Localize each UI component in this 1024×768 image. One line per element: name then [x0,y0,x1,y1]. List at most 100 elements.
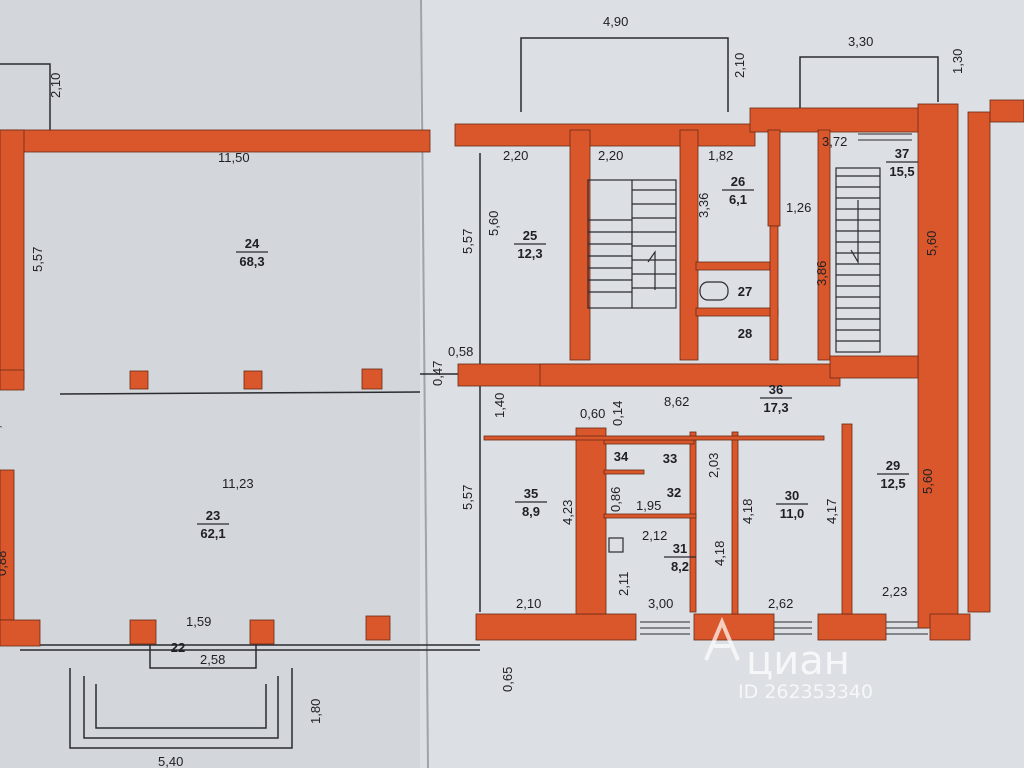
room-number: 37 [895,146,909,161]
dimension-label: 11,50 [218,150,250,165]
room-label-29: 29 12,5 [877,458,909,491]
dimension-label: 5,60 [924,231,939,256]
dimension-label: 5,57 [460,485,475,510]
dimension-label: 2,20 [598,148,623,163]
room-label-35: 358,9 [515,486,547,519]
room-number: 29 [886,458,900,473]
dimension-label: 1,59 [186,614,211,629]
watermark: циан ID 262353340 [704,616,873,703]
room-label-33: 33 [663,451,677,466]
dimension-label: 1,80 [308,699,323,724]
room-area: 15,5 [889,164,914,179]
dimension-label: 0,60 [580,406,605,421]
dimension-label: 5,60 [920,469,935,494]
room-area: 8,9 [522,504,540,519]
dimension-label: 1,90 [0,411,3,436]
dimension-label: 5,57 [30,247,45,272]
watermark-id: ID 262353340 [738,681,873,703]
dimension-label: 3,86 [814,261,829,286]
dimension-label: 0,14 [610,401,625,426]
dimension-label: 5,40 [158,754,183,768]
dimension-label: 2,10 [48,73,63,98]
room-number: 27 [738,284,752,299]
dimension-label: 1,30 [950,49,965,74]
room-label-37: 37 15,5 [886,146,918,179]
room-area: 17,3 [763,400,788,415]
room-number: 34 [614,449,629,464]
dimension-label: 0,47 [430,361,445,386]
paper-left-sheet [0,0,424,768]
watermark-brand: циан [746,638,850,684]
room-number: 32 [667,485,681,500]
room-number: 25 [523,228,537,243]
room-number: 26 [731,174,745,189]
dimension-label: 2,10 [732,53,747,78]
room-number: 35 [524,486,538,501]
room-area: 12,3 [517,246,542,261]
room-area: 62,1 [200,526,225,541]
dimension-label: 2,23 [882,584,907,599]
dimension-label: 5,57 [460,229,475,254]
room-label-28: 28 [738,326,752,341]
dimension-label: 0,65 [500,667,515,692]
stairs-left [587,179,677,309]
room-number: 33 [663,451,677,466]
dimension-label: 3,72 [822,134,847,149]
dimension-label: 5,60 [486,211,501,236]
dimension-label: 2,03 [706,453,721,478]
room-number: 24 [245,236,260,251]
room-label-27: 27 [738,284,752,299]
dimension-label: 0,58 [448,344,473,359]
dimension-label: 3,00 [648,596,673,611]
dimension-label: 0,86 [608,487,623,512]
dimension-label: 2,62 [768,596,793,611]
room-number: 23 [206,508,220,523]
stairs-right [835,167,881,353]
room-label-30: 30 11,0 [776,488,808,521]
room-label-31: 318,2 [664,541,696,574]
room-label-23: 23 62,1 [197,508,229,541]
dimension-label: 8,62 [664,394,689,409]
room-area: 68,3 [239,254,264,269]
room-number: 31 [673,541,687,556]
dimension-label: 2,12 [642,528,667,543]
room-number: 22 [171,640,185,655]
paper-fold [420,0,429,768]
room-label-36: 36 17,3 [760,382,792,415]
dimension-label: 0,88 [0,551,9,576]
room-number: 36 [769,382,783,397]
room-area: 11,0 [780,506,805,521]
dimension-label: 4,23 [560,500,575,525]
dimension-label: 1,82 [708,148,733,163]
dimension-label: 3,30 [848,34,873,49]
room-number: 30 [785,488,799,503]
room-label-32: 32 [667,485,681,500]
dimension-label: 4,18 [712,541,727,566]
room-label-25: 25 12,3 [514,228,546,261]
room-label-22: 22 [171,640,185,655]
dimension-label: 2,58 [200,652,225,667]
room-label-24: 24 68,3 [236,236,268,269]
dimension-label: 2,20 [503,148,528,163]
dimension-label: 11,23 [222,476,254,491]
toilet-fixture [699,281,729,301]
dimension-label: 1,40 [492,393,507,418]
dimension-label: 4,17 [824,499,839,524]
walls [0,99,1024,647]
dimension-label: 1,26 [786,200,811,215]
watermark-logo-icon [704,616,740,661]
dimension-label: 2,10 [516,596,541,611]
outline-lines [0,37,939,749]
room-area: 6,1 [729,192,747,207]
room-area: 8,2 [671,559,689,574]
sink-fixture [608,537,624,553]
dimension-label: 1,95 [636,498,661,513]
room-number: 28 [738,326,752,341]
room-label-34: 34 [614,449,629,464]
dimension-label: 3,36 [696,193,711,218]
dimension-label: 4,90 [603,14,628,29]
dimension-label: 4,18 [740,499,755,524]
room-label-26: 266,1 [722,174,754,207]
room-area: 12,5 [880,476,905,491]
